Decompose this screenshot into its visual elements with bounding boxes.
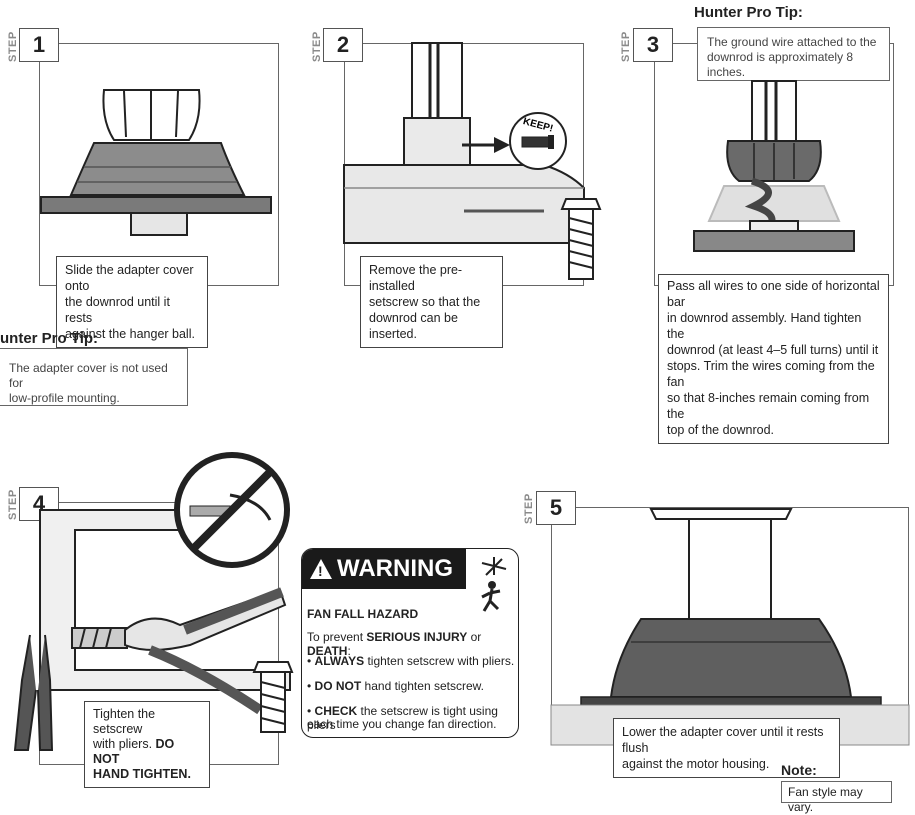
step2-caption: Remove the pre-installed setscrew so tha… <box>360 256 503 348</box>
step5-motor-housing-illustration <box>550 508 910 746</box>
step4-caption: Tighten the setscrew with pliers. DO NOT… <box>84 701 210 788</box>
fan-fall-hazard-icon <box>481 557 507 612</box>
step3-caption: Pass all wires to one side of horizontal… <box>658 274 889 444</box>
step5-caption: Lower the adapter cover until it rests f… <box>613 718 840 778</box>
step3-pro-tip-title: Hunter Pro Tip: <box>694 4 803 21</box>
step1-caption: Slide the adapter cover onto the downrod… <box>56 256 208 348</box>
step1-number: 1 <box>19 28 59 62</box>
step5-number: 5 <box>536 491 576 525</box>
warning-item-1: • ALWAYS tighten setscrew with pliers. <box>307 654 515 668</box>
step2-setscrew-illustration: KEEP! <box>343 42 602 280</box>
step4-pliers-illustration <box>13 452 294 751</box>
step5-note-box: Fan style may vary. <box>781 781 892 814</box>
step5-tab: STEP <box>523 493 535 524</box>
step3-downrod-illustration <box>693 80 855 252</box>
warning-item-3: • CHECK the setscrew is tight using plie… <box>307 704 498 732</box>
step3-tab: STEP <box>620 31 632 62</box>
warning-triangle-icon: ! <box>310 559 332 579</box>
step2-number: 2 <box>323 28 363 62</box>
step1-adapter-cover-illustration <box>40 89 272 236</box>
step3-number: 3 <box>633 28 673 62</box>
warning-panel: ! WARNING FAN FALL HAZARD To prevent SER… <box>301 548 519 738</box>
warning-item-3-cont: each time you change fan direction. <box>307 717 497 731</box>
warning-item-2: • DO NOT hand tighten setscrew. <box>307 679 484 693</box>
pro-tip-left-box: The adapter cover is not used for low-pr… <box>0 348 188 406</box>
warning-title: WARNING <box>337 555 453 582</box>
pro-tip-left-title: unter Pro Tip: <box>0 330 99 347</box>
warning-header: ! WARNING <box>302 549 466 589</box>
step2-tab: STEP <box>311 31 323 62</box>
step3-pro-tip-box: The ground wire attached to the downrod … <box>697 27 890 81</box>
step5-note-title: Note: <box>781 762 817 778</box>
warning-hazard: FAN FALL HAZARD <box>307 607 419 621</box>
step1-tab: STEP <box>7 31 19 62</box>
warning-prevent-line: To prevent SERIOUS INJURY or DEATH: <box>307 630 482 658</box>
